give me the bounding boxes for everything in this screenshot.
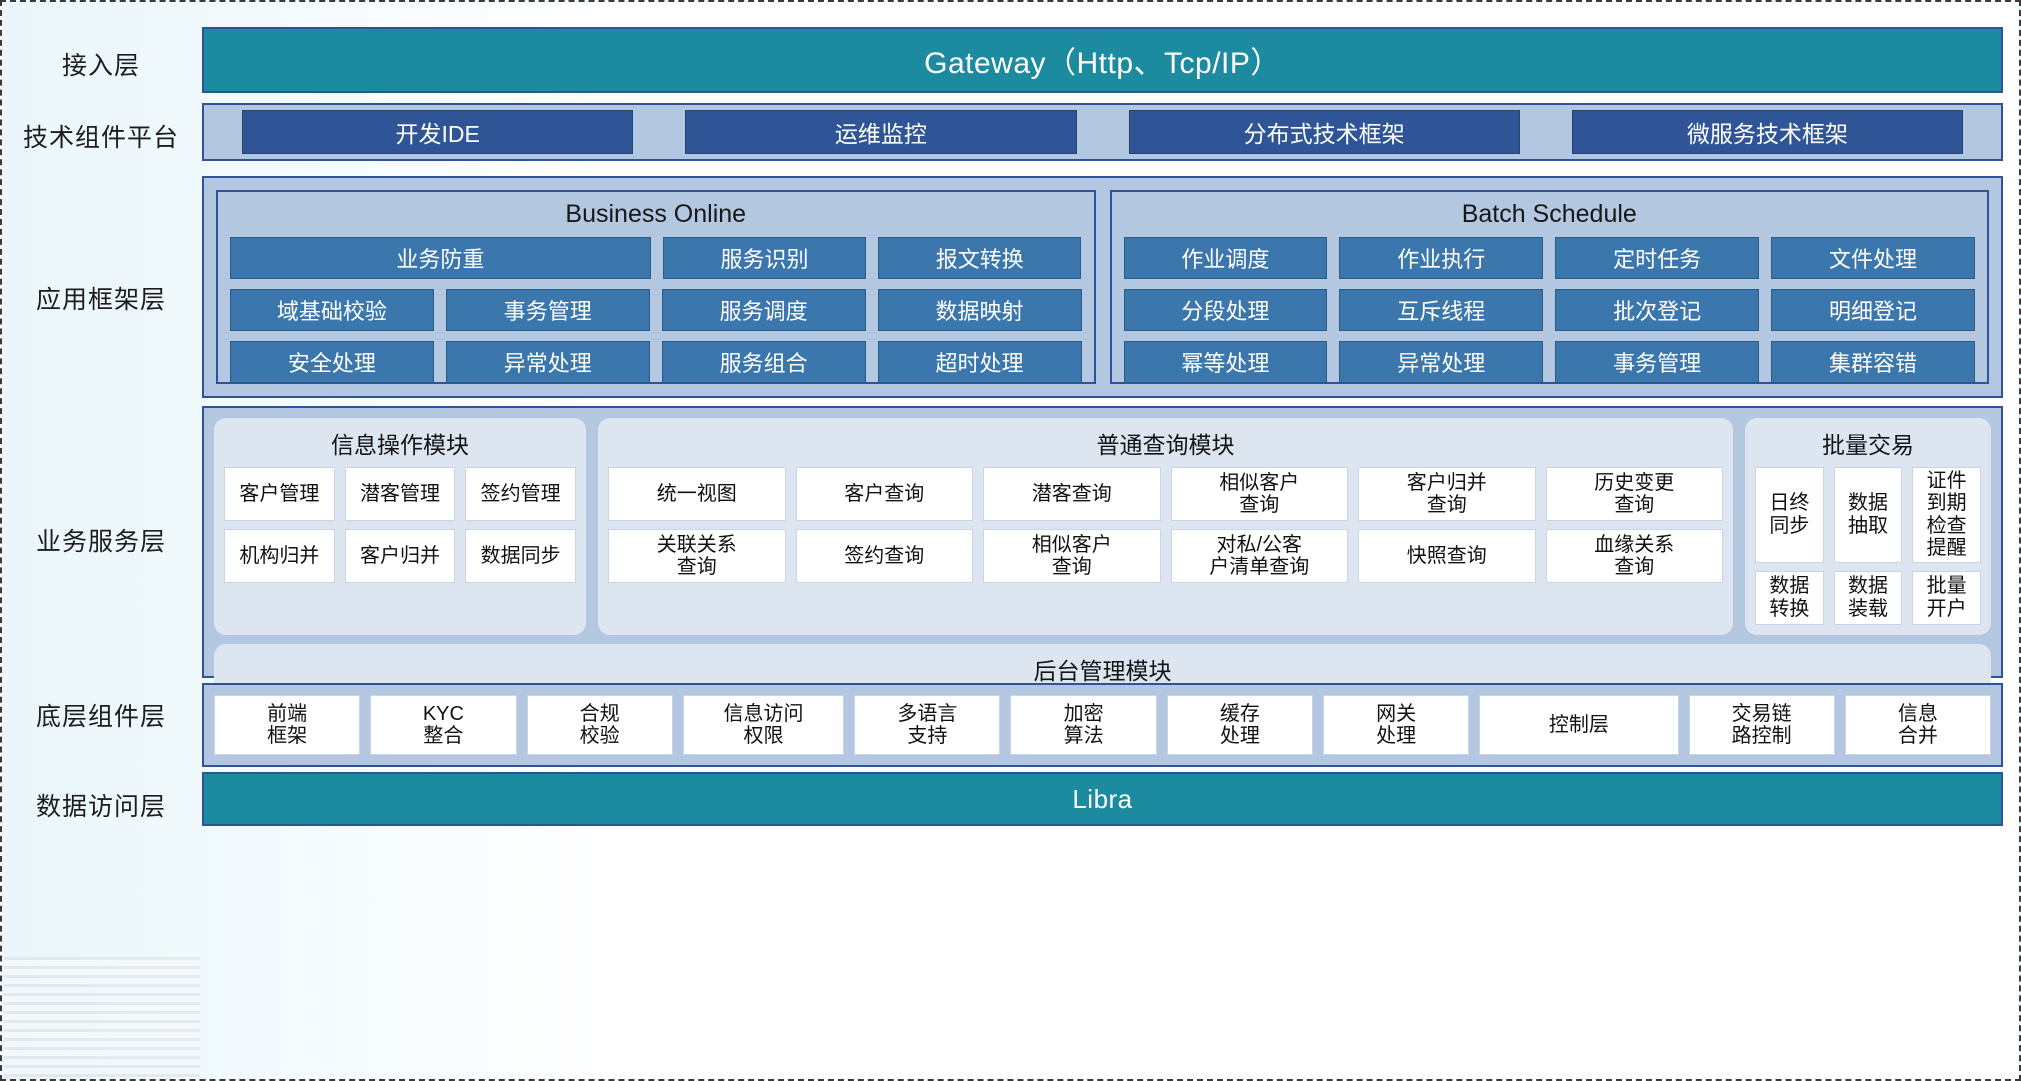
- tech-chip-distributed-framework[interactable]: 分布式技术框架: [1128, 110, 1520, 154]
- cell-data-extract[interactable]: 数据 抽取: [1833, 467, 1903, 563]
- cell-snapshot-query[interactable]: 快照查询: [1358, 529, 1536, 583]
- cell-gateway-process[interactable]: 网关 处理: [1323, 695, 1470, 755]
- app-chip-exception-process-batch[interactable]: 异常处理: [1339, 341, 1544, 383]
- cell-unified-view[interactable]: 统一视图: [608, 467, 786, 521]
- app-chip-timeout-process[interactable]: 超时处理: [877, 341, 1082, 383]
- app-row: 分段处理 互斥线程 批次登记 明细登记: [1123, 289, 1975, 331]
- tech-platform-band: 开发IDE 运维监控 分布式技术框架 微服务技术框架: [202, 103, 2003, 161]
- group-title-business-online: Business Online: [565, 200, 747, 228]
- cell-batch-account-open[interactable]: 批量 开户: [1912, 570, 1982, 625]
- cell-prospect-query[interactable]: 潜客查询: [983, 467, 1161, 521]
- cell-info-merge[interactable]: 信息 合并: [1844, 695, 1992, 755]
- app-chip-cluster-fault-tolerance[interactable]: 集群容错: [1771, 341, 1975, 383]
- cell-similar-customer-query-1[interactable]: 相似客户 查询: [1170, 467, 1348, 521]
- svc-group-common-query: 普通查询模块 统一视图 客户查询 潜客查询 相似客户 查询 客户归并 查询 历史…: [598, 418, 1733, 635]
- app-chip-service-dispatch[interactable]: 服务调度: [661, 289, 866, 331]
- app-chip-exception-process-online[interactable]: 异常处理: [445, 341, 650, 383]
- cell-contract-query[interactable]: 签约查询: [795, 529, 973, 583]
- layer-label-data-access: 数据访问层: [35, 793, 166, 821]
- cell-eod-sync[interactable]: 日终 同步: [1755, 467, 1824, 563]
- cell-customer-merge[interactable]: 客户归并: [344, 529, 456, 583]
- cell-customer-merge-query[interactable]: 客户归并 查询: [1358, 467, 1536, 521]
- layer-label-access: 接入层: [61, 52, 140, 80]
- app-chip-data-mapping[interactable]: 数据映射: [877, 289, 1082, 331]
- cell-relation-query[interactable]: 关联关系 查询: [608, 529, 786, 583]
- cells-row: 机构归并 客户归并 数据同步: [224, 529, 577, 583]
- app-row: 作业调度 作业执行 定时任务 文件处理: [1123, 237, 1975, 279]
- libra-bar: Libra: [202, 772, 2003, 826]
- cell-data-load[interactable]: 数据 装载: [1833, 570, 1903, 625]
- app-chip-file-process[interactable]: 文件处理: [1771, 237, 1975, 279]
- cell-customer-mgmt[interactable]: 客户管理: [224, 467, 335, 521]
- cells-row: 数据 转换 数据 装载 批量 开户: [1755, 570, 1982, 625]
- app-chip-message-convert[interactable]: 报文转换: [878, 237, 1082, 279]
- tech-chip-ops-monitor[interactable]: 运维监控: [685, 110, 1077, 154]
- cell-encryption-algorithm[interactable]: 加密 算法: [1010, 695, 1157, 755]
- cell-multilanguage-support[interactable]: 多语言 支持: [854, 695, 1001, 755]
- svc-group-batch-transaction: 批量交易 日终 同步 数据 抽取 证件到期 检查提醒 数据 转换 数据 装载 批…: [1745, 418, 1991, 635]
- cell-org-merge[interactable]: 机构归并: [224, 529, 335, 583]
- app-row: 域基础校验 事务管理 服务调度 数据映射: [230, 289, 1082, 331]
- app-row: 幂等处理 异常处理 事务管理 集群容错: [1123, 341, 1975, 383]
- cells-row: 关联关系 查询 签约查询 相似客户 查询 对私/公客 户清单查询 快照查询 血缘…: [608, 529, 1723, 583]
- app-row: 业务防重 服务识别 报文转换: [230, 237, 1082, 279]
- app-framework-band: Business Online 业务防重 服务识别 报文转换 域基础校验 事务管…: [202, 176, 2003, 398]
- app-chip-job-schedule[interactable]: 作业调度: [1123, 237, 1328, 279]
- layer-label-tech-platform: 技术组件平台: [22, 124, 179, 152]
- app-group-business-online: Business Online 业务防重 服务识别 报文转换 域基础校验 事务管…: [216, 190, 1096, 384]
- business-service-band: 信息操作模块 客户管理 潜客管理 签约管理 机构归并 客户归并 数据同步: [202, 406, 2003, 759]
- cell-lineage-query[interactable]: 血缘关系 查询: [1545, 529, 1723, 583]
- app-chip-idempotent-process[interactable]: 幂等处理: [1123, 341, 1328, 383]
- tech-chip-microservice-framework[interactable]: 微服务技术框架: [1571, 110, 1963, 154]
- layer-label-app-framework: 应用框架层: [35, 286, 166, 314]
- layer-label-component: 底层组件层: [35, 703, 166, 731]
- cell-cert-expiry-reminder[interactable]: 证件到期 检查提醒: [1912, 467, 1982, 563]
- cell-transaction-chain-control[interactable]: 交易链 路控制: [1688, 695, 1835, 755]
- layer-label-business-service: 业务服务层: [35, 528, 166, 556]
- component-layer-band: 前端 框架 KYC 整合 合规 校验 信息访问 权限 多语言 支持 加密 算法 …: [202, 683, 2003, 767]
- cell-kyc-integration[interactable]: KYC 整合: [370, 695, 517, 755]
- app-chip-mutex-thread[interactable]: 互斥线程: [1339, 289, 1544, 331]
- svc-title-admin-module: 后台管理模块: [1033, 657, 1172, 684]
- cell-cache-process[interactable]: 缓存 处理: [1166, 695, 1313, 755]
- app-chip-transaction-mgmt-batch[interactable]: 事务管理: [1555, 341, 1760, 383]
- svc-title-info-operation: 信息操作模块: [331, 432, 469, 458]
- cell-customer-query[interactable]: 客户查询: [795, 467, 973, 521]
- cell-control-layer[interactable]: 控制层: [1479, 695, 1679, 755]
- tech-chip-ide[interactable]: 开发IDE: [242, 110, 634, 154]
- app-row: 安全处理 异常处理 服务组合 超时处理: [230, 341, 1082, 383]
- cell-compliance-check[interactable]: 合规 校验: [526, 695, 673, 755]
- app-chip-transaction-mgmt-online[interactable]: 事务管理: [445, 289, 650, 331]
- app-chip-business-dedup[interactable]: 业务防重: [230, 237, 651, 279]
- svc-title-batch-transaction: 批量交易: [1822, 432, 1914, 458]
- app-chip-batch-register[interactable]: 批次登记: [1555, 289, 1760, 331]
- svc-title-common-query: 普通查询模块: [1096, 432, 1235, 458]
- decorative-stripe-pattern: [4, 957, 200, 1077]
- app-chip-job-execute[interactable]: 作业执行: [1339, 237, 1544, 279]
- cell-data-transform[interactable]: 数据 转换: [1755, 570, 1824, 625]
- cell-contract-mgmt[interactable]: 签约管理: [465, 467, 577, 521]
- cells-row: 日终 同步 数据 抽取 证件到期 检查提醒: [1755, 467, 1982, 563]
- app-group-batch-schedule: Batch Schedule 作业调度 作业执行 定时任务 文件处理 分段处理 …: [1109, 190, 1989, 384]
- cell-data-sync[interactable]: 数据同步: [465, 529, 577, 583]
- app-chip-domain-basic-validate[interactable]: 域基础校验: [230, 289, 434, 331]
- cell-history-change-query[interactable]: 历史变更 查询: [1545, 467, 1723, 521]
- app-chip-timed-task[interactable]: 定时任务: [1555, 237, 1760, 279]
- app-chip-service-identify[interactable]: 服务识别: [662, 237, 867, 279]
- cells-row: 客户管理 潜客管理 签约管理: [224, 467, 577, 521]
- app-chip-security-process[interactable]: 安全处理: [230, 341, 434, 383]
- group-title-batch-schedule: Batch Schedule: [1461, 200, 1637, 228]
- app-chip-service-composition[interactable]: 服务组合: [661, 341, 866, 383]
- svc-group-info-operation: 信息操作模块 客户管理 潜客管理 签约管理 机构归并 客户归并 数据同步: [214, 418, 586, 635]
- cell-retail-corporate-list-query[interactable]: 对私/公客 户清单查询: [1170, 529, 1348, 583]
- gateway-bar: Gateway（Http、Tcp/IP）: [202, 27, 2003, 93]
- cell-similar-customer-query-2[interactable]: 相似客户 查询: [983, 529, 1161, 583]
- app-chip-detail-register[interactable]: 明细登记: [1771, 289, 1975, 331]
- cell-prospect-mgmt[interactable]: 潜客管理: [344, 467, 456, 521]
- cell-info-access-permission[interactable]: 信息访问 权限: [682, 695, 845, 755]
- app-chip-segment-process[interactable]: 分段处理: [1123, 289, 1328, 331]
- cell-frontend-framework[interactable]: 前端 框架: [214, 695, 361, 755]
- cells-row: 统一视图 客户查询 潜客查询 相似客户 查询 客户归并 查询 历史变更 查询: [608, 467, 1723, 521]
